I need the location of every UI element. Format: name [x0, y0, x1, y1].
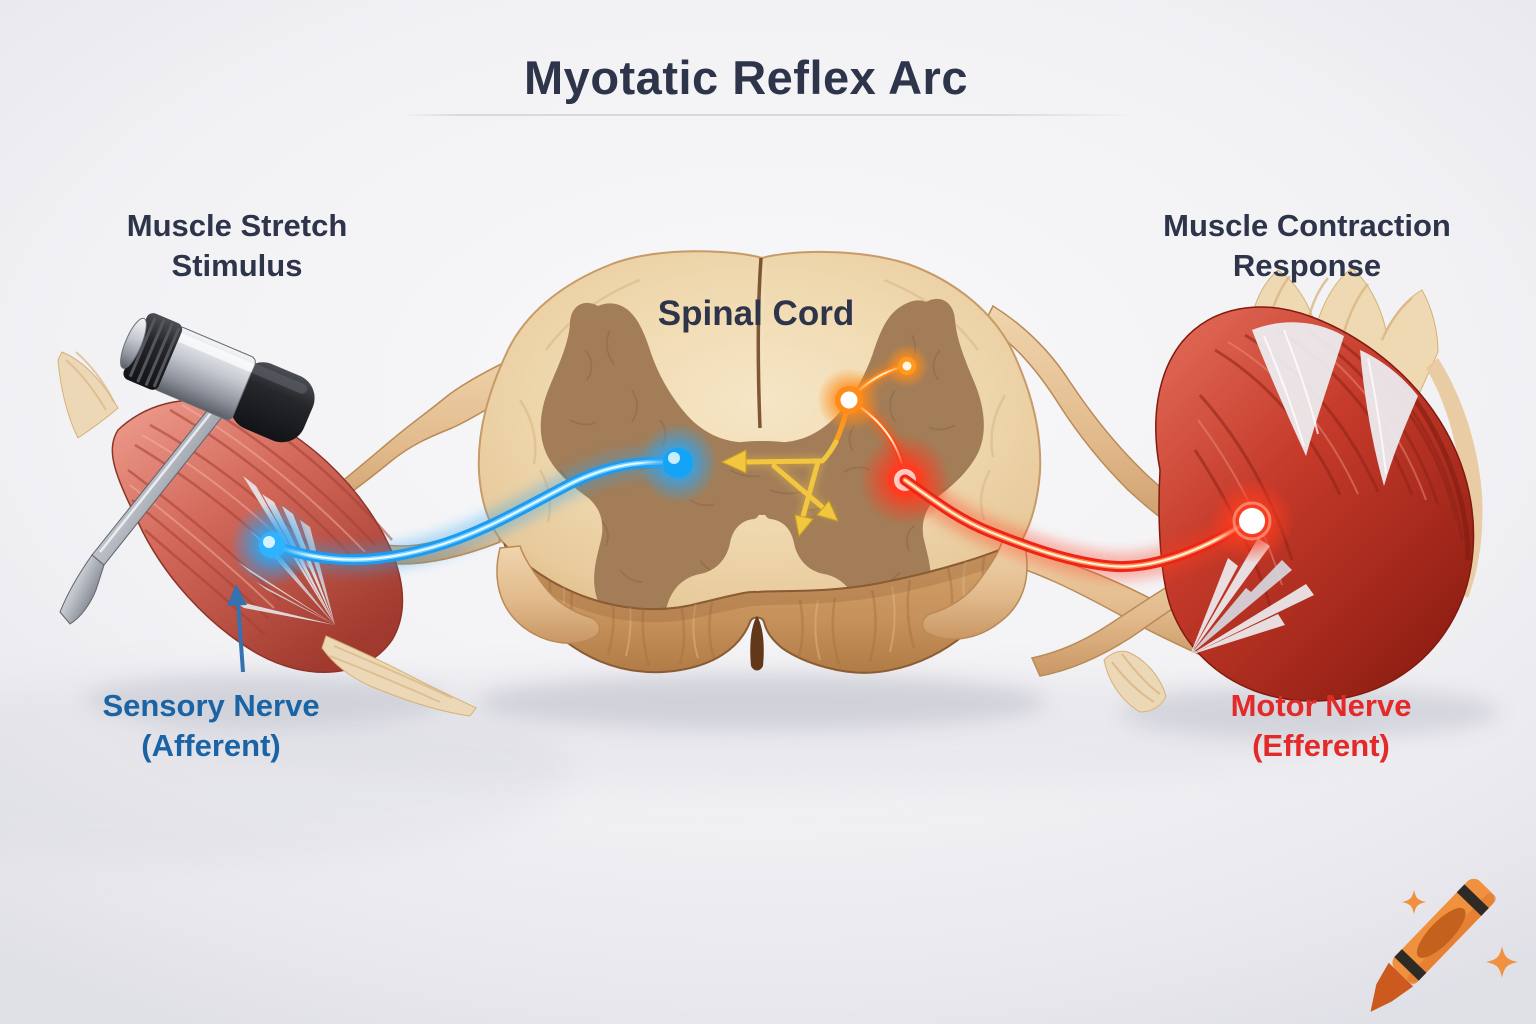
impulse-node-large [817, 368, 881, 432]
motor-node-muscle [1210, 479, 1294, 563]
ventral-fissure [750, 616, 764, 671]
crayon-tip [1370, 962, 1414, 1012]
sensory-label-line1: Sensory Nerve [102, 688, 320, 723]
dorsal-fissure [756, 257, 763, 429]
left-muscle-tendon-bottom [321, 635, 477, 717]
stimulus-label-line1: Muscle Stretch [126, 208, 348, 243]
stimulus-label: Muscle Stretch Stimulus [127, 206, 348, 286]
hammer-tip [59, 554, 105, 625]
sparkle-icon [1402, 890, 1426, 914]
motor-nerve-path [891, 466, 1259, 581]
sensory-label-line2: (Afferent) [141, 728, 281, 763]
stimulus-label-line2: Stimulus [171, 248, 303, 283]
motor-label-line1: Motor Nerve [1230, 688, 1412, 723]
reflex-hammer-icon [59, 313, 315, 625]
response-label: Muscle Contraction Response [1163, 206, 1451, 286]
title-divider [402, 114, 1138, 116]
page-title: Myotatic Reflex Arc [524, 51, 968, 104]
sensory-node-cord [638, 423, 718, 503]
sensory-nerve-label: Sensory Nerve (Afferent) [102, 686, 319, 766]
motor-nerve-label: Motor Nerve (Efferent) [1231, 686, 1412, 766]
left-root-hook [496, 545, 601, 644]
response-label-line1: Muscle Contraction [1163, 208, 1451, 243]
left-muscle-tendon-top [57, 351, 119, 439]
spinal-cord-label: Spinal Cord [657, 294, 855, 333]
sparkle-icon [1486, 946, 1518, 978]
sensory-nerve-path [259, 449, 691, 573]
right-muscle-fan-fibers [1190, 538, 1314, 655]
right-muscle-tendon-bottom [1103, 650, 1167, 713]
right-muscle [1103, 267, 1483, 713]
sensory-pointer-arrow [227, 584, 247, 673]
crayon-logo-icon [1370, 878, 1518, 1012]
response-label-line2: Response [1232, 248, 1382, 283]
right-root-hook [921, 541, 1028, 640]
motor-label-line2: (Efferent) [1252, 728, 1390, 763]
right-muscle-tendon-patches [1252, 322, 1418, 486]
interneuron-arrows [720, 449, 839, 538]
sensory-node-muscle [230, 503, 314, 587]
impulse-node-small [885, 344, 929, 388]
